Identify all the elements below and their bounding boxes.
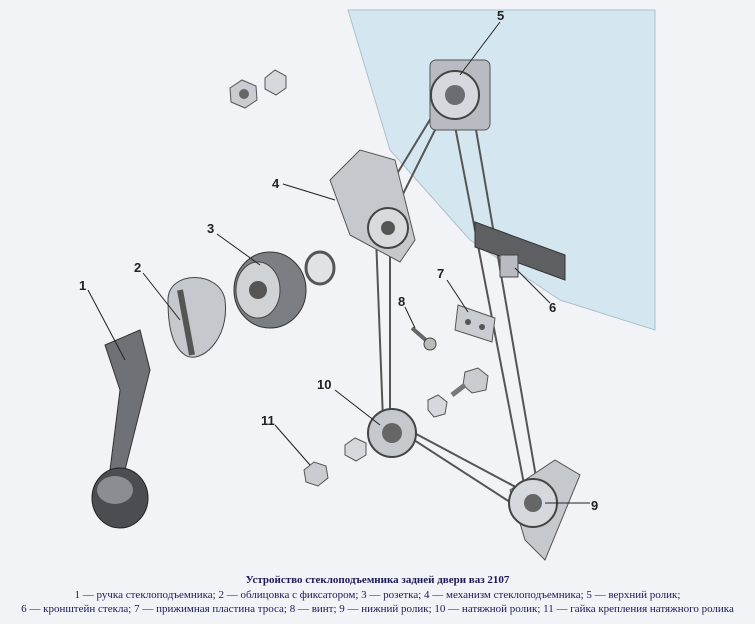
- window-regulator-diagram: 1 2 3 4 5 6 7 8 9 10 11: [79, 8, 656, 561]
- label-8: 8: [398, 294, 405, 309]
- label-5: 5: [497, 8, 504, 23]
- glass-bracket: [474, 221, 566, 281]
- label-9: 9: [591, 498, 598, 513]
- label-3: 3: [207, 221, 214, 236]
- label-2: 2: [134, 260, 141, 275]
- trim-with-lock: [167, 277, 226, 358]
- caption-title: Устройство стеклоподъемника задней двери…: [245, 574, 510, 586]
- tension-nut: [303, 437, 367, 487]
- part-labels: 1 2 3 4 5 6 7 8 9 10 11: [79, 8, 598, 513]
- label-11: 11: [261, 413, 275, 428]
- label-7: 7: [437, 266, 444, 281]
- lower-roller: [508, 459, 581, 561]
- cable-plate: [454, 304, 496, 343]
- bolt: [427, 367, 489, 418]
- tension-roller: [367, 408, 417, 458]
- screw: [410, 326, 437, 351]
- nuts-top: [229, 69, 287, 109]
- washer: [304, 250, 336, 286]
- caption-legend-line-1: 1 — ручка стеклоподъемника; 2 — облицовк…: [74, 589, 681, 601]
- regulator-mechanism: [329, 149, 416, 263]
- caption-legend-line-2: 6 — кронштейн стекла; 7 — прижимная плас…: [21, 603, 734, 615]
- label-1: 1: [79, 278, 86, 293]
- label-10: 10: [317, 377, 331, 392]
- door-glass: [347, 9, 656, 331]
- window-handle: [91, 329, 151, 529]
- upper-roller: [429, 59, 491, 131]
- label-6: 6: [549, 300, 556, 315]
- label-4: 4: [272, 176, 280, 191]
- rosette: [233, 251, 307, 329]
